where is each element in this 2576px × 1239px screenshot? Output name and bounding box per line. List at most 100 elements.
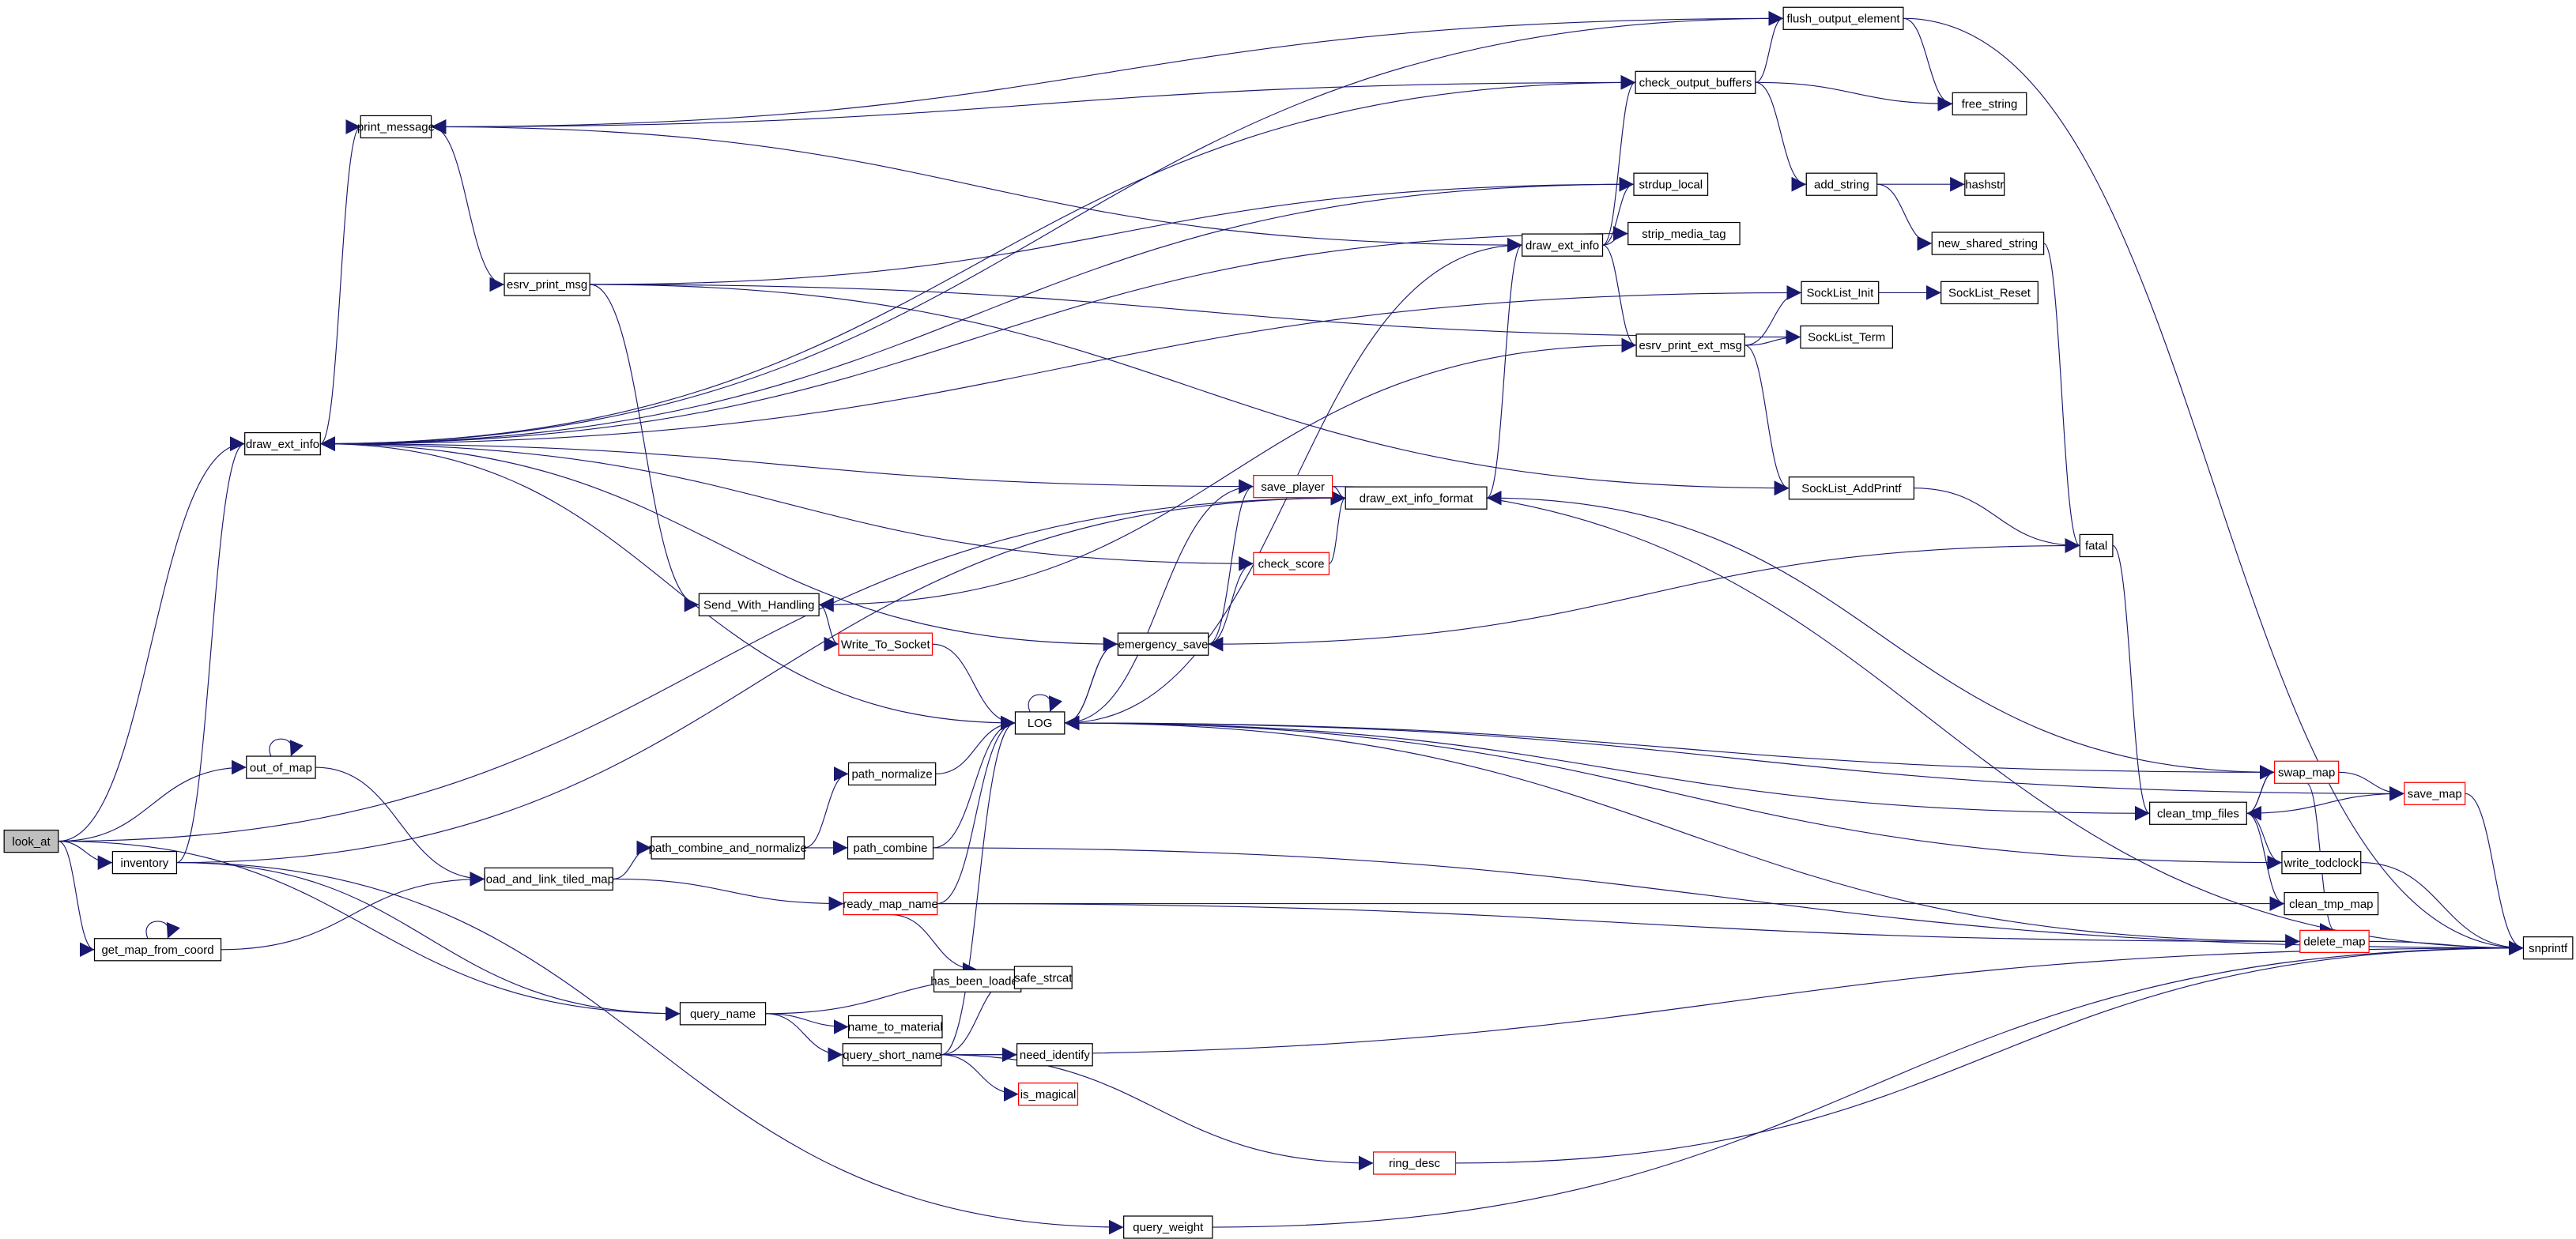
edge-inventory-to-query_weight xyxy=(176,862,1124,1235)
edge-swap_map-to-save_map xyxy=(2338,771,2404,801)
node-box xyxy=(1931,232,2045,255)
node-delete_map[interactable]: delete_map xyxy=(2299,929,2370,954)
node-label: emergency_save xyxy=(1118,638,1209,651)
node-path_combine_and_normalize[interactable]: path_combine_and_normalize xyxy=(649,836,807,860)
edge-clean_tmp_files-to-save_map xyxy=(2246,785,2404,814)
edge-clean_tmp_files-to-clean_tmp_map xyxy=(2246,812,2285,911)
node-free_string[interactable]: free_string xyxy=(1952,92,2027,116)
node-flush_output_element[interactable]: flush_output_element xyxy=(1782,6,1904,30)
node-strdup_local[interactable]: strdup_local xyxy=(1633,172,1709,196)
edges-layer xyxy=(58,10,2524,1235)
node-box xyxy=(1633,172,1709,196)
node-ring_desc[interactable]: ring_desc xyxy=(1372,1151,1457,1175)
node-box xyxy=(1800,325,1893,349)
node-snprintf[interactable]: snprintf xyxy=(2522,936,2574,960)
edge-clean_tmp_files-to-LOG xyxy=(1064,715,2150,814)
node-swap_map[interactable]: swap_map xyxy=(2273,760,2340,784)
edge-check_output_buffers-to-free_string xyxy=(1755,81,1953,111)
node-box xyxy=(847,1015,943,1039)
node-hashstr[interactable]: hashstr xyxy=(1964,172,2005,196)
node-Write_To_Socket[interactable]: Write_To_Socket xyxy=(838,632,933,656)
node-LOG[interactable]: LOG xyxy=(1014,711,1065,735)
node-label: safe_strcat xyxy=(1014,971,1073,985)
node-box xyxy=(2522,936,2574,960)
node-label: get_map_from_coord xyxy=(101,943,213,957)
node-check_output_buffers[interactable]: check_output_buffers xyxy=(1635,70,1756,95)
node-label: swap_map xyxy=(2278,766,2335,779)
node-label: SockList_AddPrintf xyxy=(1801,482,1902,495)
edge-draw_ext_info_r-to-esrv_print_ext_msg xyxy=(1602,244,1637,353)
node-SockList_Term[interactable]: SockList_Term xyxy=(1800,325,1893,349)
node-esrv_print_msg[interactable]: esrv_print_msg xyxy=(504,273,590,296)
node-label: strip_media_tag xyxy=(1642,228,1726,241)
node-label: snprintf xyxy=(2529,942,2568,955)
node-SockList_Init[interactable]: SockList_Init xyxy=(1801,281,1880,305)
node-label: inventory xyxy=(121,857,169,870)
edge-save_player-to-snprintf xyxy=(1332,486,2524,956)
node-draw_ext_info_format[interactable]: draw_ext_info_format xyxy=(1345,486,1488,510)
node-label: clean_tmp_map xyxy=(2289,898,2373,911)
node-label: check_output_buffers xyxy=(1639,77,1752,90)
edge-query_name-to-query_short_name xyxy=(765,1013,843,1063)
node-has_been_loaded[interactable]: has_been_loaded xyxy=(930,969,1024,992)
node-box xyxy=(1782,6,1904,30)
node-query_name[interactable]: query_name xyxy=(679,1002,767,1026)
nodes-layer: look_at draw_ext_info print_message esrv_pr… xyxy=(3,6,2574,1239)
node-draw_ext_info_l[interactable]: draw_ext_info xyxy=(244,431,321,456)
node-get_map_from_coord[interactable]: get_map_from_coord xyxy=(93,938,222,962)
edge-ready_map_name-to-has_been_loaded xyxy=(890,914,978,977)
node-path_normalize[interactable]: path_normalize xyxy=(847,762,937,786)
node-save_map[interactable]: save_map xyxy=(2404,781,2466,805)
node-path_combine[interactable]: path_combine xyxy=(847,836,934,860)
node-strip_media_tag[interactable]: strip_media_tag xyxy=(1627,221,1741,246)
node-safe_strcat[interactable]: safe_strcat xyxy=(1013,966,1073,989)
node-label: new_shared_string xyxy=(1938,237,2038,250)
edge-draw_ext_info_l-to-SockList_Init xyxy=(320,285,1802,445)
node-SockList_Reset[interactable]: SockList_Reset xyxy=(1940,281,2039,305)
node-box xyxy=(1345,486,1488,510)
node-SockList_AddPrintf[interactable]: SockList_AddPrintf xyxy=(1788,476,1915,500)
node-query_short_name[interactable]: query_short_name xyxy=(842,1043,942,1067)
node-is_magical[interactable]: is_magical xyxy=(1018,1083,1079,1106)
node-save_player[interactable]: save_player xyxy=(1253,474,1333,499)
node-box xyxy=(1253,474,1333,499)
node-box xyxy=(1372,1151,1457,1175)
edge-look_at-to-draw_ext_info_l xyxy=(58,436,245,842)
node-emergency_save[interactable]: emergency_save xyxy=(1117,632,1209,656)
node-label: hashstr xyxy=(1965,178,2004,191)
node-clean_tmp_files[interactable]: clean_tmp_files xyxy=(2149,801,2247,825)
node-draw_ext_info_r[interactable]: draw_ext_info xyxy=(1522,233,1604,257)
node-print_message[interactable]: print_message xyxy=(357,115,435,139)
node-write_todclock[interactable]: write_todclock xyxy=(2281,850,2362,875)
node-load_and_link_tiled_map[interactable]: load_and_link_tiled_map xyxy=(483,867,614,891)
edge-inventory-to-query_name xyxy=(176,862,681,1022)
node-box xyxy=(2273,760,2340,784)
node-esrv_print_ext_msg[interactable]: esrv_print_ext_msg xyxy=(1635,333,1745,357)
node-box xyxy=(246,755,316,779)
node-need_identify[interactable]: need_identify xyxy=(1016,1043,1093,1067)
node-out_of_map[interactable]: out_of_map xyxy=(246,755,316,779)
edge-ready_map_name-to-delete_map xyxy=(937,902,2300,949)
edge-query_short_name-to-ring_desc xyxy=(941,1054,1374,1171)
edge-esrv_print_ext_msg-to-SockList_Init xyxy=(1744,285,1802,346)
edge-query_name-to-name_to_material xyxy=(765,1013,849,1034)
node-label: print_message xyxy=(357,121,435,134)
node-add_string[interactable]: add_string xyxy=(1805,172,1878,196)
node-ready_map_name[interactable]: ready_map_name xyxy=(843,891,938,916)
node-query_weight[interactable]: query_weight xyxy=(1123,1215,1213,1239)
node-inventory[interactable]: inventory xyxy=(111,850,178,875)
node-look_at[interactable]: look_at xyxy=(3,829,59,853)
node-Send_With_Handling[interactable]: Send_With_Handling xyxy=(698,593,820,616)
node-name_to_material[interactable]: name_to_material xyxy=(847,1015,943,1039)
node-label: delete_map xyxy=(2303,936,2365,949)
edge-inventory-to-draw_ext_info_format xyxy=(176,490,1346,864)
node-label: is_magical xyxy=(1020,1088,1077,1102)
node-fatal[interactable]: fatal xyxy=(2079,533,2114,558)
node-label: flush_output_element xyxy=(1787,12,1901,25)
edge-get_map_from_coord-to-load_and_link_tiled_map xyxy=(221,872,485,951)
node-clean_tmp_map[interactable]: clean_tmp_map xyxy=(2284,891,2379,916)
edge-load_and_link_tiled_map-to-ready_map_name xyxy=(613,878,844,911)
node-new_shared_string[interactable]: new_shared_string xyxy=(1931,232,2045,255)
node-check_score[interactable]: check_score xyxy=(1253,552,1330,575)
edge-emergency_save-to-draw_ext_info_l xyxy=(320,436,1118,645)
